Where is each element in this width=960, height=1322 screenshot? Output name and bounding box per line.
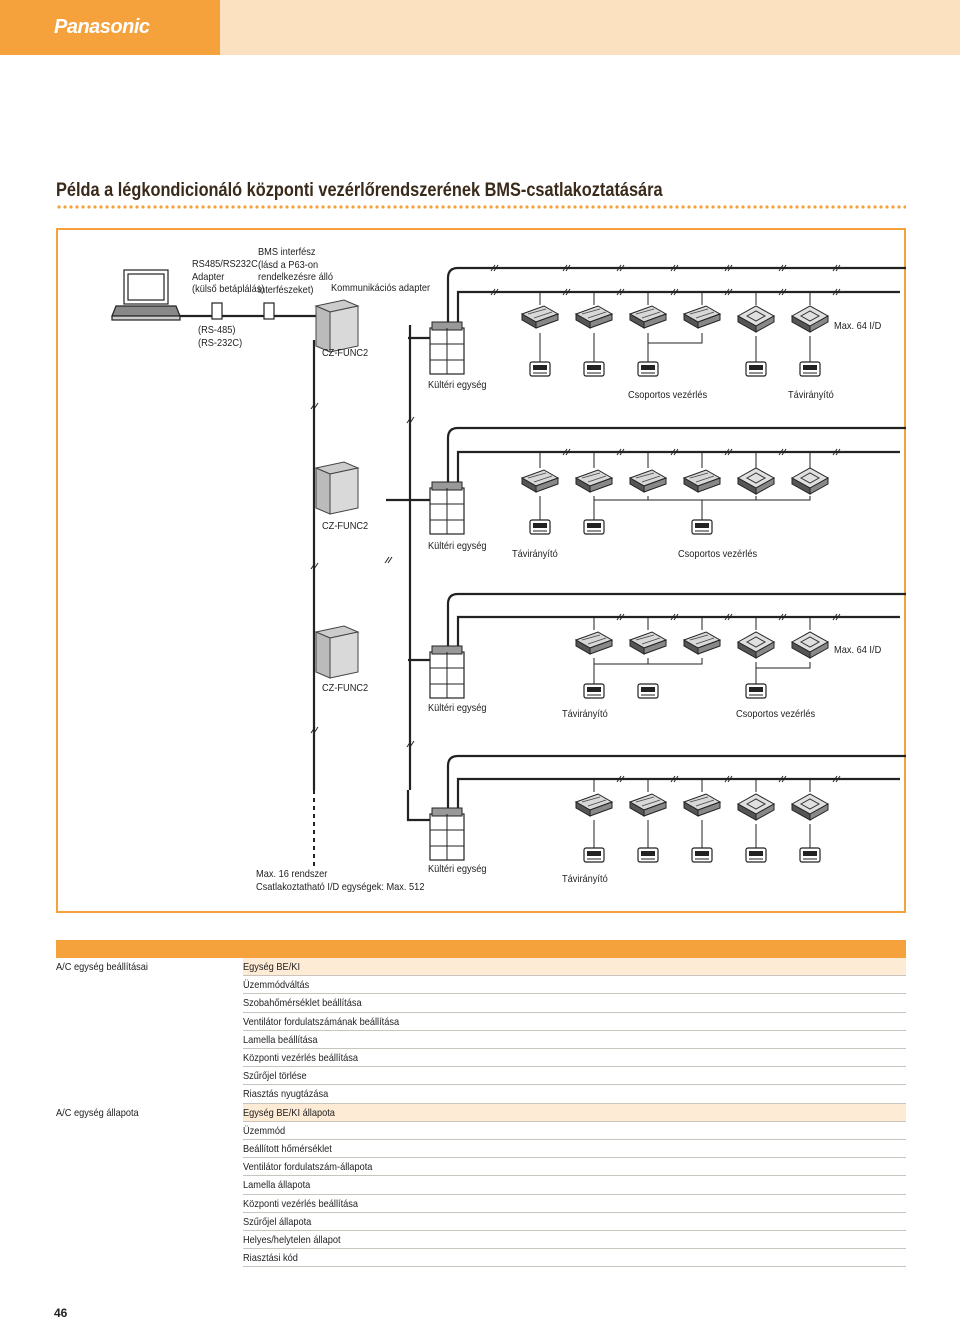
table-row: Helyes/helytelen állapot — [56, 1231, 906, 1250]
table-row: Lamella állapota — [56, 1176, 906, 1195]
remote-label-3: Távirányító — [562, 708, 608, 720]
row-item-label: Helyes/helytelen állapot — [243, 1234, 341, 1246]
row-item-label: Ventilátor fordulatszámának beállítása — [243, 1015, 400, 1028]
czfunc-label-1: CZ-FUNC2 — [322, 347, 369, 359]
table-row: Beállított hőmérséklet — [56, 1140, 906, 1159]
system-diagram — [111, 264, 906, 870]
table-row: Központi vezérlés beállítása — [56, 1049, 906, 1068]
outdoor-label-2: Kültéri egység — [428, 540, 487, 552]
max64-label-1: Max. 64 I/D — [834, 320, 882, 332]
outdoor-label-3: Kültéri egység — [428, 702, 487, 714]
row-item-label: Üzemmódváltás — [243, 979, 310, 992]
page-title: Példa a légkondicionáló központi vezérlő… — [56, 180, 663, 201]
comm-adapter-label: Kommunikációs adapter — [331, 282, 431, 294]
row-group-label: A/C egység beállításai — [56, 961, 148, 973]
table-row: Riasztás nyugtázása — [56, 1085, 906, 1104]
brand-box: Panasonic — [0, 0, 220, 55]
diagram-frame — [56, 228, 906, 913]
row-item-label: Szűrőjel törlése — [243, 1070, 307, 1083]
group-label-1: Csoportos vezérlés — [628, 389, 708, 401]
row-item-label: Ventilátor fordulatszám-állapota — [243, 1161, 373, 1174]
row-item-label: Szűrőjel állapota — [243, 1215, 312, 1228]
header-bar: Panasonic — [0, 0, 960, 55]
row-item-label: Központi vezérlés beállítása — [243, 1052, 359, 1064]
row-item-label: Lamella beállítása — [243, 1033, 318, 1046]
remote-label-2: Távirányító — [512, 548, 558, 560]
row-group-label: A/C egység állapota — [56, 1106, 139, 1119]
table-row: Üzemmódváltás — [56, 976, 906, 995]
remote-label-1: Távirányító — [788, 389, 834, 401]
table-row: Szobahőmérséklet beállítása — [56, 994, 906, 1013]
outdoor-label-4: Kültéri egység — [428, 863, 487, 875]
table-row: Szűrőjel állapota — [56, 1213, 906, 1231]
outdoor-label-1: Kültéri egység — [428, 379, 487, 391]
table-row: Üzemmód — [56, 1122, 906, 1140]
row-item-label: Üzemmód — [243, 1124, 286, 1137]
row-item-label: Riasztás nyugtázása — [243, 1088, 329, 1101]
page-number: 46 — [54, 1306, 68, 1320]
brand-logo: Panasonic — [54, 16, 150, 38]
table-row: Ventilátor fordulatszámának beállítása — [56, 1013, 906, 1031]
table-row: A/C egység beállításai Egység BE/KI — [56, 958, 906, 977]
rs-types-label: (RS-485)(RS-232C) — [198, 324, 243, 349]
czfunc-label-2: CZ-FUNC2 — [322, 520, 369, 532]
remote-label-4: Távirányító — [562, 873, 608, 885]
dotted-divider — [56, 205, 906, 209]
table-header-bar — [56, 940, 906, 958]
max64-label-2: Max. 64 I/D — [834, 644, 882, 656]
row-item-label: Riasztási kód — [243, 1252, 298, 1265]
group-label-3: Csoportos vezérlés — [736, 708, 816, 720]
table-row: Központi vezérlés beállítása — [56, 1195, 906, 1213]
row-item-label: Lamella állapota — [243, 1179, 311, 1192]
row-item-label: Beállított hőmérséklet — [243, 1143, 332, 1155]
table-row: Lamella beállítása — [56, 1031, 906, 1049]
czfunc-label-3: CZ-FUNC2 — [322, 682, 369, 694]
table-row: Szűrőjel törlése — [56, 1067, 906, 1086]
table-row: Riasztási kód — [56, 1249, 906, 1268]
row-item-label: Egység BE/KI állapota — [243, 1106, 335, 1119]
table-row: A/C egység állapota Egység BE/KI állapota — [56, 1103, 906, 1122]
table-row: Ventilátor fordulatszám-állapota — [56, 1158, 906, 1177]
group-label-2: Csoportos vezérlés — [678, 548, 758, 560]
row-item-label: Egység BE/KI — [243, 961, 301, 973]
row-item-label: Szobahőmérséklet beállítása — [243, 997, 362, 1010]
row-item-label: Központi vezérlés beállítása — [243, 1197, 359, 1210]
